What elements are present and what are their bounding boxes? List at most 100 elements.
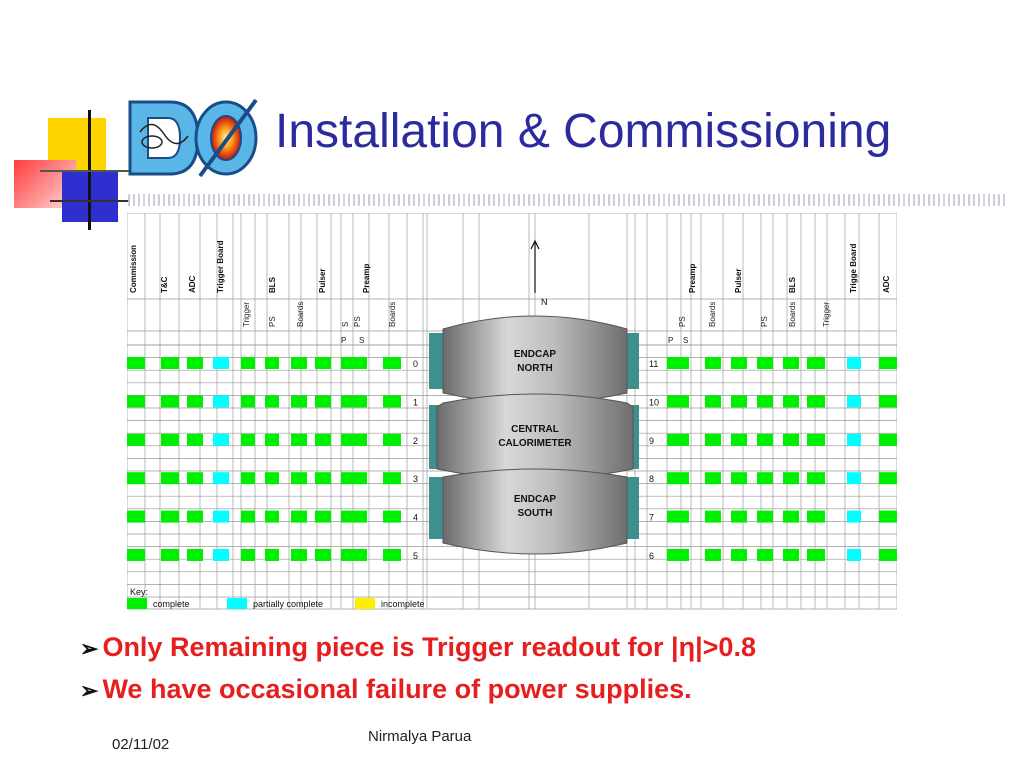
row-label: 8: [649, 474, 654, 484]
calorimeter-label: CALORIMETER: [498, 438, 572, 449]
column-header: ADC: [188, 275, 197, 293]
status-cell: [807, 472, 825, 485]
status-cell: [315, 549, 331, 561]
row-label: 3: [413, 474, 418, 484]
status-cell: [127, 395, 145, 408]
status-cell: [879, 395, 897, 408]
status-cell: [847, 357, 861, 369]
footer-author: Nirmalya Parua: [368, 728, 472, 745]
key-swatch: [227, 598, 247, 609]
status-cell: [127, 549, 145, 561]
status-cell: [667, 433, 689, 446]
column-header: T&C: [160, 276, 169, 293]
status-cell: [667, 472, 689, 485]
status-cell: [187, 472, 203, 485]
column-subheader: Boards: [296, 302, 305, 327]
status-cell: [757, 510, 773, 523]
status-cell: [291, 395, 307, 408]
status-cell: [187, 395, 203, 408]
status-cell: [807, 433, 825, 446]
arrow-bullet-icon: ➢: [80, 678, 99, 703]
column-header: ADC: [882, 275, 891, 293]
column-subheader: Boards: [788, 302, 797, 327]
status-cell: [847, 472, 861, 485]
status-cell: [161, 433, 179, 446]
status-cell: [783, 549, 799, 561]
status-cell: [341, 395, 367, 408]
status-cell: [383, 549, 401, 561]
status-cell: [383, 510, 401, 523]
status-cell: [731, 510, 747, 523]
status-cell: [161, 549, 179, 561]
arrow-bullet-icon: ➢: [80, 636, 99, 661]
column-subheader: PS: [268, 316, 277, 327]
status-cell: [315, 357, 331, 369]
bullet-item: ➢Only Remaining piece is Trigger readout…: [80, 632, 756, 663]
status-cell: [341, 433, 367, 446]
status-cell: [213, 357, 229, 369]
key-title: Key:: [130, 587, 148, 597]
status-cell: [241, 395, 255, 408]
status-cell: [879, 472, 897, 485]
status-cell: [315, 472, 331, 485]
status-cell: [213, 472, 229, 485]
status-cell: [807, 549, 825, 561]
status-cell: [847, 395, 861, 408]
status-cell: [241, 357, 255, 369]
status-cell: [241, 433, 255, 446]
status-cell: [705, 357, 721, 369]
status-cell: [731, 472, 747, 485]
column-subheader: S: [341, 322, 350, 327]
bullet-text: We have occasional failure of power supp…: [102, 674, 692, 704]
status-cell: [213, 549, 229, 561]
status-cell: [341, 357, 367, 369]
key-label: partially complete: [253, 599, 323, 609]
status-cell: [847, 549, 861, 561]
status-cell: [291, 549, 307, 561]
status-cell: [783, 472, 799, 485]
row-label: 5: [413, 551, 418, 561]
calorimeter-label: SOUTH: [518, 508, 553, 519]
status-cell: [783, 433, 799, 446]
status-cell: [213, 510, 229, 523]
column-subheader: Trigger: [242, 302, 251, 327]
row-label: 11: [649, 359, 658, 369]
row-label: 7: [649, 513, 654, 523]
status-cell: [879, 549, 897, 561]
status-cell: [731, 549, 747, 561]
column-header: Trigge Board: [849, 244, 858, 293]
status-cell: [315, 510, 331, 523]
decor-horizontal-line: [50, 200, 130, 202]
calorimeter-label: ENDCAP: [514, 349, 557, 360]
row-label: 0: [413, 359, 418, 369]
status-cell: [213, 395, 229, 408]
status-cell: [291, 510, 307, 523]
endcap-south-left-plate: [429, 477, 443, 539]
status-cell: [161, 510, 179, 523]
status-cell: [731, 433, 747, 446]
status-cell: [757, 549, 773, 561]
status-cell: [705, 510, 721, 523]
bullet-item: ➢We have occasional failure of power sup…: [80, 674, 692, 705]
status-cell: [341, 549, 367, 561]
status-cell: [187, 510, 203, 523]
status-cell: [783, 395, 799, 408]
north-arrow-icon: [530, 239, 540, 250]
column-subheader: S: [683, 336, 688, 345]
calorimeter-label: NORTH: [517, 363, 553, 374]
status-cell: [731, 395, 747, 408]
status-cell: [265, 510, 279, 523]
footer-date: 02/11/02: [112, 736, 170, 753]
column-subheader: PS: [760, 316, 769, 327]
status-cell: [213, 433, 229, 446]
column-header: Commission: [129, 245, 138, 293]
endcap-south-right-plate: [625, 477, 639, 539]
status-cell: [807, 510, 825, 523]
column-header: BLS: [268, 276, 277, 293]
endcap-north-right-plate: [625, 333, 639, 389]
status-cell: [879, 433, 897, 446]
status-cell: [807, 395, 825, 408]
endcap-south-cylinder: [442, 468, 628, 555]
row-label: 1: [413, 397, 418, 407]
